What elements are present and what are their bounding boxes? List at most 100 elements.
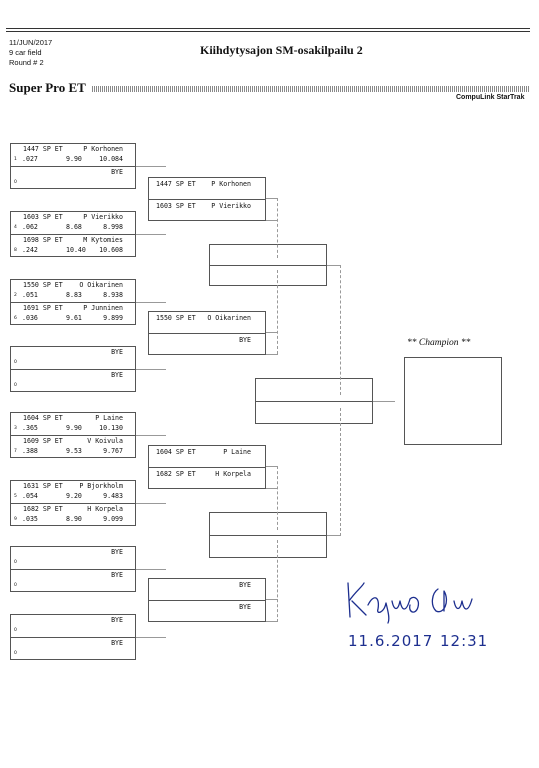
semi-final-box-2 xyxy=(209,512,327,558)
lane-number: 0 xyxy=(14,360,17,365)
dial-in: 8.83 xyxy=(66,291,82,299)
lane-number: 5 xyxy=(14,494,17,499)
dial-in: 9.53 xyxy=(66,447,82,455)
bracket-connector xyxy=(266,354,278,355)
round1-match-box: 1550 SP ET O Oikarinen 2 .051 8.83 8.938 1691 … xyxy=(10,279,136,325)
event-title: Kiihdytysajon SM-osakilpailu 2 xyxy=(200,43,363,57)
event-date: 11/JUN/2017 xyxy=(9,38,53,47)
handwritten-time: 12:31 xyxy=(440,632,489,650)
racer-name: P Laine xyxy=(95,414,123,422)
racer-id: 1447 SP ET xyxy=(23,145,63,153)
racer-name: P Korhonen xyxy=(83,145,123,153)
field-size: 9 car field xyxy=(9,48,42,57)
bracket-connector xyxy=(136,166,166,167)
racer-name: H Korpela xyxy=(215,470,251,478)
elapsed-time: 9.483 xyxy=(103,492,123,500)
header-rule-top xyxy=(6,28,530,29)
elapsed-time: 9.899 xyxy=(103,314,123,322)
elapsed-time: 9.099 xyxy=(103,515,123,523)
racer-name: BYE xyxy=(239,336,251,344)
bracket-connector xyxy=(266,198,278,199)
lane-number: 0 xyxy=(14,628,17,633)
bracket-connector xyxy=(266,220,278,221)
bracket-connector xyxy=(277,198,278,258)
reaction-time: .388 xyxy=(22,447,38,455)
bracket-connector xyxy=(327,535,341,536)
bracket-connector xyxy=(266,599,278,600)
reaction-time: .242 xyxy=(22,246,38,254)
racer-id: 1550 SP ET xyxy=(156,314,196,322)
racer-name: P Bjorkholm xyxy=(79,482,123,490)
round-number: Round # 2 xyxy=(9,58,44,67)
racer-name: M Kytomies xyxy=(83,236,123,244)
racer-id: 1603 SP ET xyxy=(23,213,63,221)
elapsed-time: 10.130 xyxy=(99,424,123,432)
lane-number: 9 xyxy=(14,517,17,522)
racer-id: 1609 SP ET xyxy=(23,437,63,445)
dial-in: 8.68 xyxy=(66,223,82,231)
reaction-time: .051 xyxy=(22,291,38,299)
champion-box xyxy=(404,357,502,445)
racer-name: P Vierikko xyxy=(83,213,123,221)
reaction-time: .036 xyxy=(22,314,38,322)
racer-id: 1691 SP ET xyxy=(23,304,63,312)
bracket-connector xyxy=(373,401,395,402)
reaction-time: .062 xyxy=(22,223,38,231)
racer-name: P Korhonen xyxy=(211,180,251,188)
elapsed-time: 9.767 xyxy=(103,447,123,455)
racer-name: BYE xyxy=(111,371,123,379)
racer-id: 1550 SP ET xyxy=(23,281,63,289)
lane-number: 1 xyxy=(14,157,17,162)
bracket-connector xyxy=(266,332,278,333)
racer-id: 1447 SP ET xyxy=(156,180,196,188)
reaction-time: .365 xyxy=(22,424,38,432)
bracket-connector xyxy=(136,569,166,570)
reaction-time: .035 xyxy=(22,515,38,523)
final-box xyxy=(255,378,373,424)
bracket-connector xyxy=(327,265,341,266)
semi-final-slot xyxy=(210,535,326,559)
racer-slot: 1447 SP ET P Korhonen 1 .027 9.90 10.084 xyxy=(11,144,135,166)
elapsed-time: 10.084 xyxy=(99,155,123,163)
racer-slot: BYE xyxy=(149,600,265,623)
bracket-connector xyxy=(277,540,278,622)
racer-id: 1698 SP ET xyxy=(23,236,63,244)
timing-system: CompuLink StarTrak xyxy=(456,94,525,101)
bracket-connector xyxy=(266,466,278,467)
elapsed-time: 8.938 xyxy=(103,291,123,299)
bracket-connector xyxy=(277,466,278,530)
header-rule-top-2 xyxy=(6,31,530,32)
bracket-connector xyxy=(136,435,166,436)
bracket-connector xyxy=(136,302,166,303)
lane-number: 2 xyxy=(14,293,17,298)
lane-number: 4 xyxy=(14,225,17,230)
dial-in: 9.90 xyxy=(66,155,82,163)
lane-number: 0 xyxy=(14,583,17,588)
handwritten-date: 11.6.2017 xyxy=(348,632,434,650)
lane-number: 0 xyxy=(14,180,17,185)
bracket-connector xyxy=(277,270,278,354)
racer-id: 1604 SP ET xyxy=(23,414,63,422)
racer-name: O Oikarinen xyxy=(79,281,123,289)
reaction-time: .027 xyxy=(22,155,38,163)
bracket-connector xyxy=(136,369,166,370)
class-title: Super Pro ET xyxy=(9,80,86,95)
reaction-time: .054 xyxy=(22,492,38,500)
dial-in: 10.40 xyxy=(66,246,86,254)
racer-name: P Vierikko xyxy=(211,202,251,210)
